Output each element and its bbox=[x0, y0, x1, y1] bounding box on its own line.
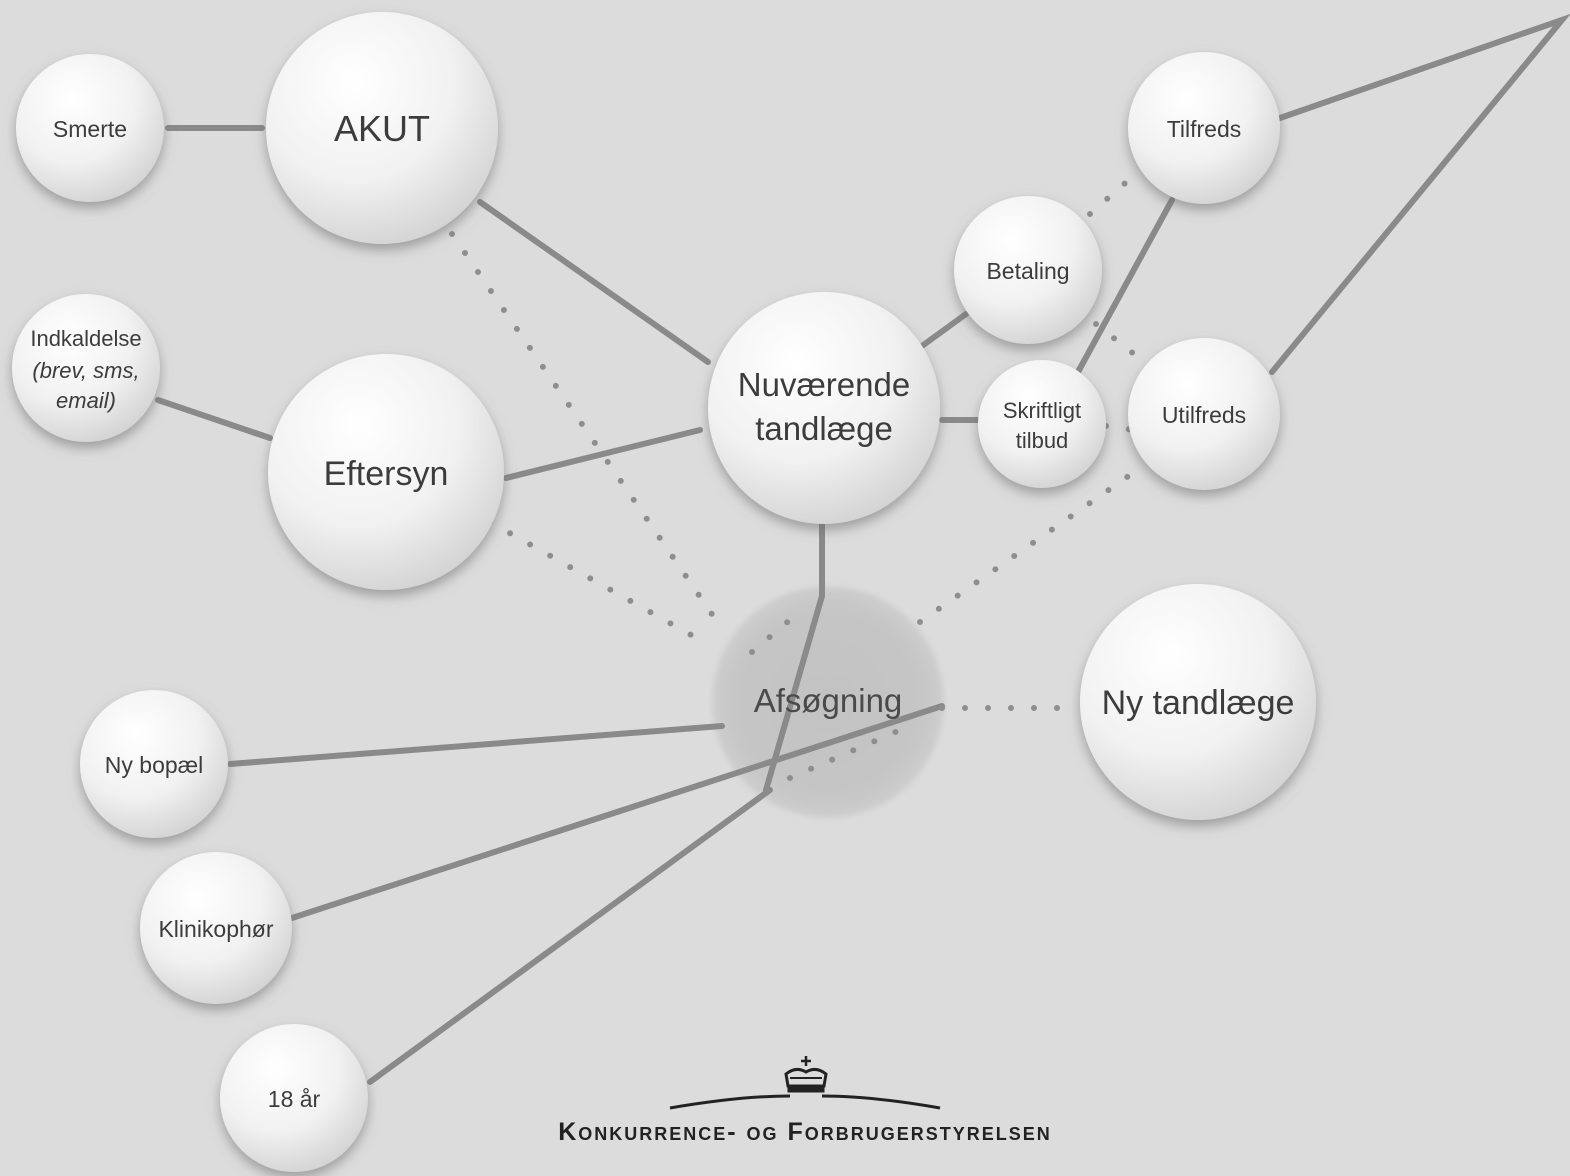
node-betaling-shape bbox=[954, 196, 1102, 344]
edge-akut-nuvaerende bbox=[477, 199, 711, 365]
node-tilfreds-label: Tilfreds bbox=[1167, 116, 1242, 142]
node-utilfreds: Utilfreds bbox=[1128, 338, 1280, 490]
node-ny-bopael: Ny bopæl bbox=[80, 690, 228, 838]
node-tilfreds: Tilfreds bbox=[1128, 52, 1280, 204]
dotted-skriftligt-utilfreds bbox=[1103, 423, 1137, 433]
edge-eftersyn-nuvaerende bbox=[503, 427, 703, 481]
edge-nuvaerende-afsogning bbox=[763, 517, 825, 793]
crown-icon bbox=[669, 1056, 941, 1110]
node-ny-bopael-label: Ny bopæl bbox=[105, 752, 203, 778]
node-indkaldelse-sub1: (brev, sms, bbox=[32, 358, 139, 383]
edge-tilfreds-utilfreds bbox=[1269, 14, 1570, 375]
node-indkaldelse-shape bbox=[12, 294, 160, 442]
node-18-aar-label: 18 år bbox=[268, 1086, 321, 1112]
node-utilfreds-shape bbox=[1128, 338, 1280, 490]
node-ny-tandlaege-label: Ny tandlæge bbox=[1102, 684, 1295, 722]
node-eftersyn-label: Eftersyn bbox=[324, 455, 449, 493]
edge-18aar-afsogning bbox=[367, 787, 773, 1085]
node-nuvaerende-shape bbox=[708, 292, 940, 524]
node-skriftligt: Skriftligt tilbud bbox=[978, 360, 1106, 488]
node-nuvaerende-line2: tandlæge bbox=[755, 410, 893, 447]
edge-klinikophor-afsogning bbox=[289, 703, 945, 921]
solid-edges bbox=[155, 14, 1570, 1085]
node-tilfreds-shape bbox=[1128, 52, 1280, 204]
node-indkaldelse-sub2: email) bbox=[56, 388, 116, 413]
node-klinikophor-label: Klinikophør bbox=[158, 916, 273, 942]
dotted-afsogning-inner bbox=[787, 727, 903, 781]
node-ny-tandlaege-shape bbox=[1080, 584, 1316, 820]
dotted-betaling-tilfreds bbox=[1087, 167, 1143, 217]
node-betaling-label: Betaling bbox=[986, 258, 1069, 284]
node-indkaldelse: Indkaldelse (brev, sms, email) bbox=[12, 294, 160, 442]
edge-nybopael-afsogning bbox=[227, 723, 725, 767]
node-18-aar-shape bbox=[220, 1024, 368, 1172]
node-utilfreds-label: Utilfreds bbox=[1162, 402, 1246, 428]
node-indkaldelse-label: Indkaldelse bbox=[30, 326, 141, 351]
node-akut: AKUT bbox=[266, 12, 498, 244]
node-18-aar: 18 år bbox=[220, 1024, 368, 1172]
node-betaling: Betaling bbox=[954, 196, 1102, 344]
node-klinikophor-shape bbox=[140, 852, 292, 1004]
node-akut-label: AKUT bbox=[334, 108, 430, 149]
node-skriftligt-line1: Skriftligt bbox=[1003, 398, 1081, 423]
node-akut-shape bbox=[266, 12, 498, 244]
node-afsogning-label: Afsøgning bbox=[754, 682, 903, 719]
edge-nuvaerende-betaling bbox=[919, 311, 969, 349]
node-nuvaerende: Nuværende tandlæge bbox=[708, 292, 940, 524]
node-smerte: Smerte bbox=[16, 54, 164, 202]
agency-logo: Konkurrence- og Forbrugerstyrelsen bbox=[540, 1052, 1070, 1152]
node-skriftligt-line2: tilbud bbox=[1016, 428, 1069, 453]
edge-indkaldelse-eftersyn bbox=[155, 397, 273, 441]
node-klinikophor: Klinikophør bbox=[140, 852, 292, 1004]
edge-skriftligt-tilfreds bbox=[1075, 197, 1175, 375]
node-ny-bopael-shape bbox=[80, 690, 228, 838]
node-smerte-label: Smerte bbox=[53, 116, 127, 142]
node-smerte-shape bbox=[16, 54, 164, 202]
dotted-eftersyn-afsogning bbox=[487, 519, 703, 643]
node-skriftligt-shape bbox=[978, 360, 1106, 488]
node-eftersyn-shape bbox=[268, 354, 504, 590]
dotted-utilfreds-afsogning bbox=[917, 465, 1143, 625]
node-eftersyn: Eftersyn bbox=[268, 354, 504, 590]
node-nuvaerende-line1: Nuværende bbox=[738, 366, 910, 403]
dotted-edges bbox=[449, 167, 1147, 781]
agency-name: Konkurrence- og Forbrugerstyrelsen bbox=[558, 1118, 1052, 1146]
node-afsogning: Afsøgning bbox=[754, 682, 903, 719]
node-ny-tandlaege: Ny tandlæge bbox=[1080, 584, 1316, 820]
